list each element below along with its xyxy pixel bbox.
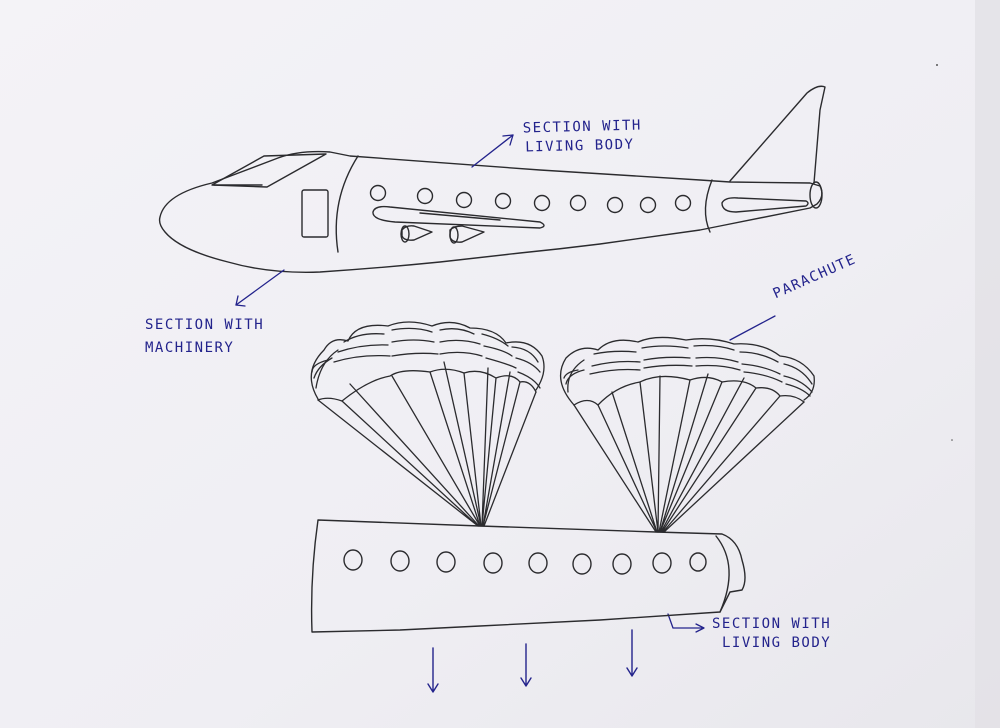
label-line-1: SECTION WITH: [145, 317, 265, 333]
airplane: [158, 85, 826, 273]
engine-1: [401, 225, 433, 241]
section-window: [528, 552, 548, 574]
speck: [951, 439, 953, 441]
label-line-1: SECTION WITH: [712, 616, 832, 632]
section-window: [689, 552, 707, 572]
plane-window: [455, 191, 473, 209]
parachute-left: [310, 321, 545, 527]
parachute-right: [559, 336, 815, 533]
speck: [936, 64, 938, 66]
engine-2-inlet: [449, 226, 459, 244]
canopy-scallops: [559, 336, 815, 406]
section-window: [343, 549, 363, 571]
arrow-to-top-living: [471, 134, 514, 168]
canopy-bottom: [317, 368, 537, 402]
detached-living-section: [310, 519, 746, 633]
plane-window: [369, 184, 387, 202]
tail-fin: [729, 85, 826, 184]
canopy-band-3: [311, 351, 541, 389]
living-section-rear-boundary: [704, 179, 713, 233]
canopy-band-1: [315, 327, 539, 389]
label-line-2: LIVING BODY: [722, 635, 832, 651]
section-windows: [343, 549, 707, 575]
arrow-to-machinery: [235, 269, 285, 306]
suspension-lines: [317, 361, 537, 527]
descent-arrow-3: [626, 629, 638, 677]
plane-window: [606, 196, 624, 214]
canopy-band-2: [565, 356, 813, 393]
exhaust: [809, 181, 823, 209]
door: [301, 189, 329, 238]
section-window: [652, 552, 672, 574]
descent-arrow-2: [520, 643, 532, 687]
descent-arrows: [427, 629, 638, 693]
plane-window: [674, 194, 692, 212]
wing: [372, 205, 545, 229]
arrow-to-machinery-head: [235, 295, 246, 307]
plane-window: [533, 194, 551, 212]
suspension-lines: [573, 373, 805, 533]
label-top-living-section: SECTION WITH LIVING BODY: [523, 116, 643, 157]
section-window: [483, 552, 503, 574]
label-line-2: MACHINERY: [145, 340, 235, 356]
descent-arrow-1: [427, 647, 439, 693]
section-body: [310, 519, 746, 633]
plane-window: [416, 187, 434, 205]
canopy-band-3: [563, 364, 811, 397]
arrow-to-parachute: [729, 315, 776, 341]
stabilizer: [721, 197, 809, 213]
section-window: [390, 550, 410, 572]
paper-shadow-edge: [975, 0, 1000, 728]
wing-line: [419, 212, 501, 221]
engine-1-inlet: [400, 225, 410, 243]
plane-window: [569, 194, 587, 212]
canopy-band-2: [313, 339, 541, 379]
plane-window: [494, 192, 512, 210]
canopy-band-1: [567, 344, 813, 393]
label-machinery-section: SECTION WITH MACHINERY: [145, 316, 264, 358]
section-window: [612, 553, 632, 575]
label-bottom-living-section: SECTION WITH LIVING BODY: [712, 615, 831, 653]
canopy-scallops: [310, 321, 545, 400]
cockpit-window: [211, 153, 327, 188]
section-window: [436, 551, 456, 573]
arrow-to-bottom-living: [667, 613, 703, 629]
plane-windows: [369, 184, 692, 214]
living-section-front-boundary: [335, 155, 359, 253]
arrow-to-top-living-head: [502, 134, 514, 146]
paper-specks: [936, 64, 953, 441]
section-rear-curve: [715, 535, 730, 613]
fuselage-outline: [158, 150, 823, 273]
label-arrows: [235, 134, 776, 633]
arrow-to-bottom-living-head: [695, 623, 705, 633]
label-line-2: LIVING BODY: [525, 136, 635, 156]
plane-window: [639, 196, 657, 214]
section-window: [572, 553, 592, 575]
